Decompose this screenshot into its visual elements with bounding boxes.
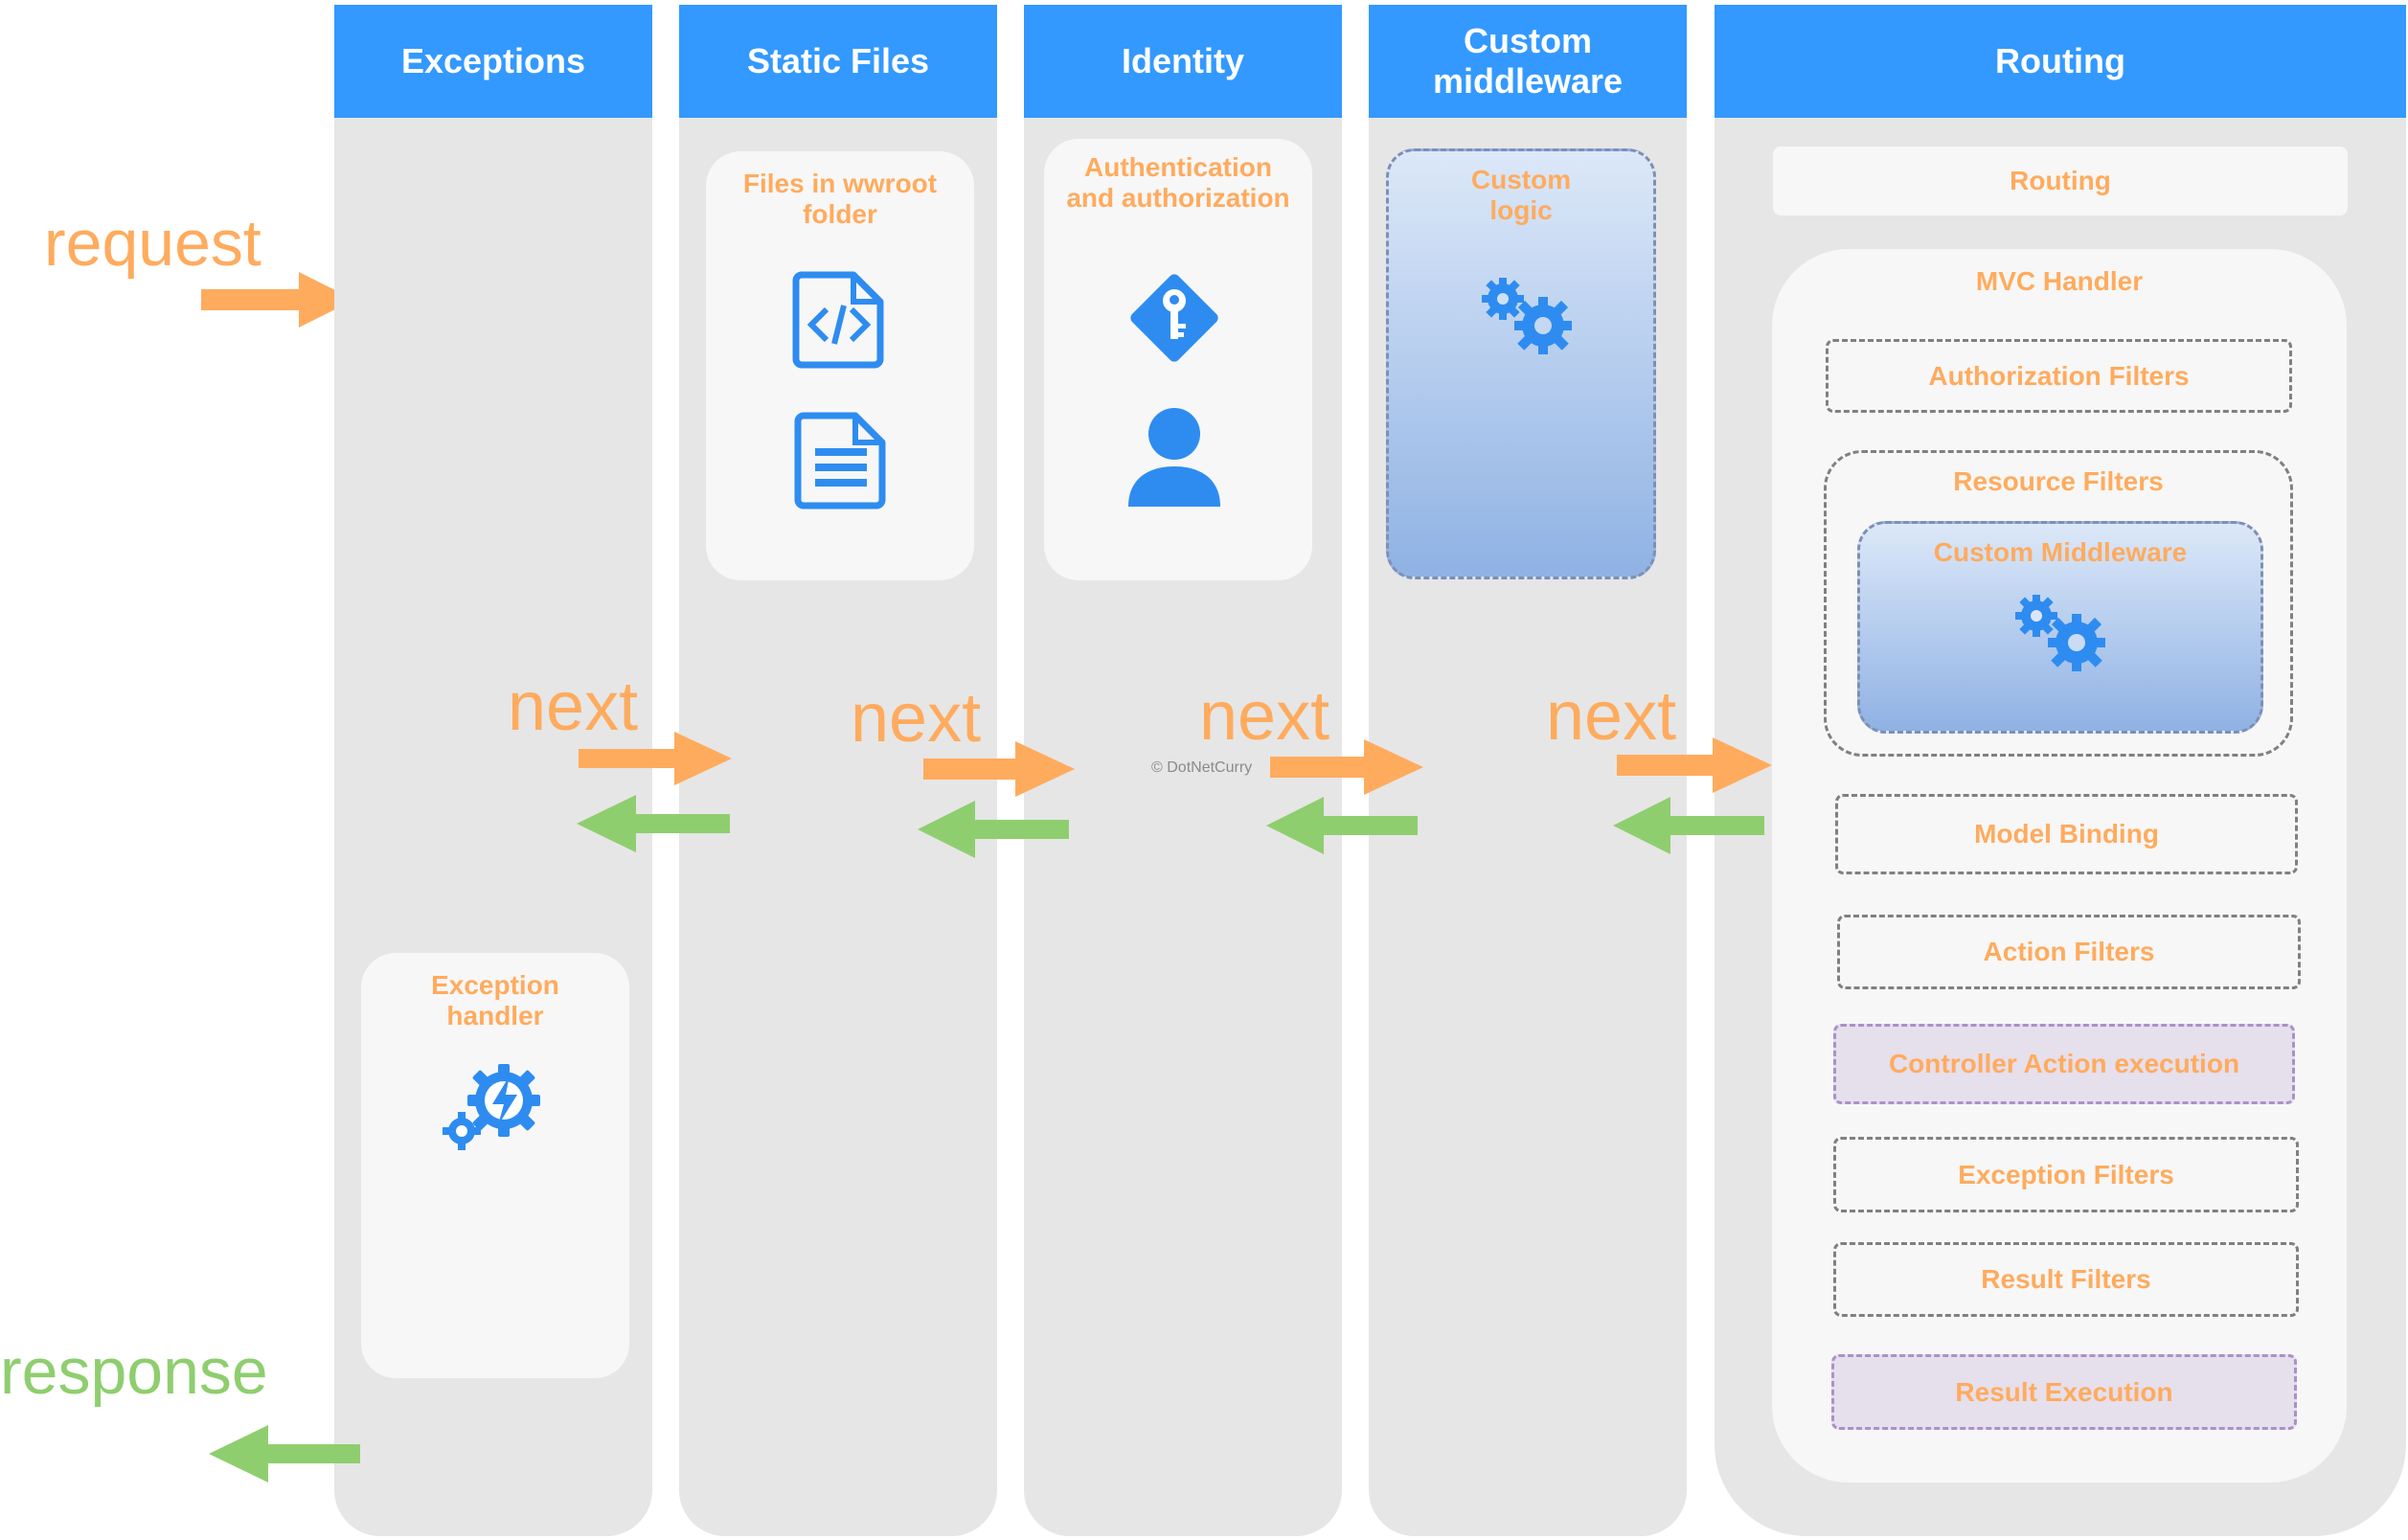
controller-action-execution-box: Controller Action execution bbox=[1833, 1024, 2295, 1104]
static-files-card-title: Files in wwroot folder bbox=[742, 169, 938, 229]
exception-filters-box: Exception Filters bbox=[1833, 1137, 2299, 1212]
exception-handler-card: Exception handler bbox=[361, 953, 629, 1378]
document-icon bbox=[794, 412, 886, 510]
mvc-handler-panel: MVC Handler bbox=[1772, 249, 2347, 1483]
custom-middleware-inner-title: Custom Middleware bbox=[1933, 537, 2188, 567]
static-files-header: Static Files bbox=[679, 5, 997, 118]
resource-filters-box: Resource Filters bbox=[1824, 450, 2293, 757]
custom-logic-box: Custom logic bbox=[1386, 148, 1656, 579]
action-filters-box: Action Filters bbox=[1837, 915, 2301, 989]
custom-middleware-column: Custom middleware Custom logic bbox=[1369, 5, 1687, 1536]
next-label-3: next bbox=[1199, 678, 1330, 755]
next-label-4: next bbox=[1546, 678, 1677, 755]
model-binding-box: Model Binding bbox=[1835, 794, 2298, 874]
result-execution-box: Result Execution bbox=[1831, 1354, 2297, 1430]
custom-logic-title: Custom logic bbox=[1470, 165, 1572, 225]
static-files-column: Static Files Files in wwroot folder bbox=[679, 5, 997, 1536]
custom-middleware-inner-box: Custom Middleware bbox=[1857, 521, 2263, 734]
custom-middleware-header: Custom middleware bbox=[1369, 5, 1687, 118]
routing-box: Routing bbox=[1773, 147, 2348, 215]
next-label-2: next bbox=[851, 680, 982, 757]
watermark: © DotNetCurry bbox=[1151, 759, 1253, 776]
result-filters-box: Result Filters bbox=[1833, 1242, 2299, 1317]
next-label-1: next bbox=[508, 668, 639, 745]
identity-card-title: Authentication and authorization bbox=[1066, 152, 1290, 213]
static-files-card: Files in wwroot folder bbox=[706, 151, 974, 580]
authorization-filters-box: Authorization Filters bbox=[1826, 339, 2292, 413]
exceptions-column: Exceptions Exception handler bbox=[334, 5, 652, 1536]
request-label: request bbox=[44, 207, 261, 280]
code-file-icon bbox=[792, 271, 884, 369]
gear-lightning-icon bbox=[443, 1064, 540, 1150]
response-label: response bbox=[0, 1335, 268, 1408]
key-diamond-icon bbox=[1130, 274, 1218, 362]
gears-icon bbox=[2015, 595, 2105, 671]
routing-header: Routing bbox=[1715, 5, 2406, 118]
user-icon bbox=[1128, 408, 1220, 507]
gears-icon bbox=[1482, 278, 1572, 354]
mvc-handler-title: MVC Handler bbox=[1975, 266, 2144, 296]
routing-column: Routing Routing MVC Handler Authorizatio… bbox=[1715, 5, 2406, 1536]
exception-handler-title: Exception handler bbox=[431, 970, 559, 1030]
identity-card: Authentication and authorization bbox=[1044, 139, 1312, 580]
identity-header: Identity bbox=[1024, 5, 1342, 118]
exceptions-header: Exceptions bbox=[334, 5, 652, 118]
resource-filters-title: Resource Filters bbox=[1953, 466, 2164, 496]
